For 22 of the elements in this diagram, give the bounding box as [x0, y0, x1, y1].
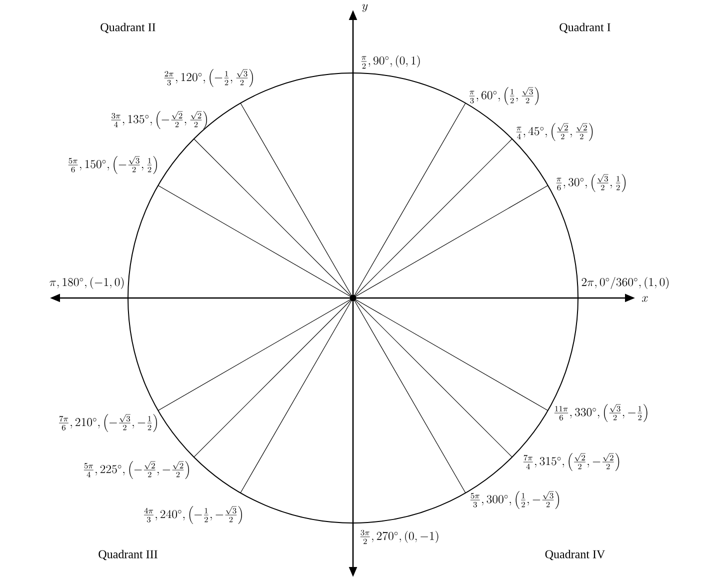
angle-label: $\frac{7\pi}{6}, 210^\circ, \left(-\frac{\sqrt{3}}{2}, -\frac{1}{2}\right)$ — [59, 414, 157, 432]
angle-label: $2\pi, 0^\circ/360^\circ, (1,0)$ — [582, 277, 669, 289]
angle-label: $\frac{11\pi}{6}, 330^\circ, \left(\frac{\sqrt{3}}{2}, -\frac{1}{2}\right)$ — [554, 404, 648, 422]
angle-label: $\frac{5\pi}{3}, 300^\circ, \left(\frac{1}{2}, -\frac{\sqrt{3}}{2}\right)$ — [470, 491, 560, 510]
quadrant-label: Quadrant III — [98, 550, 158, 560]
angle-label: $\frac{2\pi}{3}, 120^\circ, \left(-\frac{1}{2}, \frac{\sqrt{3}}{2}\right)$ — [164, 69, 253, 88]
angle-label: $\frac{\pi}{3}, 60^\circ, \left(\frac{1}{2}, \frac{\sqrt{3}}{2}\right)$ — [469, 87, 539, 106]
angle-label: $\frac{\pi}{6}, 30^\circ, \left(\frac{\sqrt{3}}{2}, \frac{1}{2}\right)$ — [556, 174, 626, 192]
angle-label: $\frac{3\pi}{4}, 135^\circ, \left(-\frac{\sqrt{2}}{2}, \frac{\sqrt{2}}{2}\right)$ — [111, 111, 207, 130]
angle-label: $\frac{\pi}{4}, 45^\circ, \left(\frac{\sqrt{2}}{2}, \frac{\sqrt{2}}{2}\right)$ — [516, 123, 593, 142]
quadrant-label: Quadrant I — [560, 22, 610, 34]
angle-label: $\frac{5\pi}{4}, 225^\circ, \left(-\frac{\sqrt{2}}{2}, -\frac{\sqrt{2}}{2}\right)$ — [84, 461, 189, 480]
angle-label: $\pi, 180^\circ, (-1,0)$ — [50, 277, 124, 289]
angle-label: $\frac{3\pi}{2}, 270^\circ, (0,-1)$ — [360, 530, 438, 544]
angle-label: $\frac{\pi}{2}, 90^\circ, (0,1)$ — [361, 55, 420, 69]
quadrant-label: Quadrant IV — [545, 550, 606, 560]
axis-label: $x$ — [642, 296, 648, 302]
angle-label: $\frac{7\pi}{4}, 315^\circ, \left(\frac{\sqrt{2}}{2}, -\frac{\sqrt{2}}{2}\right)$ — [523, 453, 620, 472]
axis-label: $y$ — [362, 4, 368, 12]
angle-label: $\frac{5\pi}{6}, 150^\circ, \left(-\frac{\sqrt{3}}{2}, \frac{1}{2}\right)$ — [68, 156, 157, 174]
angle-label: $\frac{4\pi}{3}, 240^\circ, \left(-\frac{1}{2}, -\frac{\sqrt{3}}{2}\right)$ — [144, 506, 242, 524]
quadrant-label: Quadrant II — [100, 22, 156, 34]
